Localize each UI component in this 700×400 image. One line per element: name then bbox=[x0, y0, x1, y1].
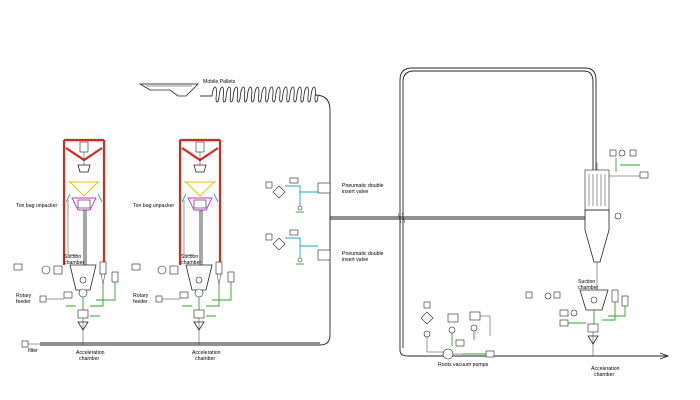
inlet-filter bbox=[21, 340, 40, 348]
rotary-feeder-2-label-line1: Rotary bbox=[133, 293, 149, 299]
feed-unit-1 bbox=[13, 261, 119, 345]
filter-label: filter bbox=[28, 348, 38, 354]
feed-unit-3 bbox=[525, 289, 629, 356]
mobile-pallets-label: Mobile Pallets bbox=[203, 79, 236, 85]
roots-vacuum-pumps-label: Roots vacuum pumps bbox=[438, 362, 489, 368]
acceleration-chamber-1-label-line1: Acceleration bbox=[76, 350, 105, 356]
rotary-feeder-2-label-line2: feeder bbox=[133, 299, 148, 305]
suction-chamber-2-label-line2: chamber bbox=[181, 260, 201, 266]
suction-chamber-1-label-line1: Suction bbox=[64, 254, 81, 260]
ton-bag-unpacker-2 bbox=[178, 138, 222, 265]
ton-bag-unpacker-2-label: Ton bag unpacker bbox=[133, 203, 175, 209]
suction-chamber-1-label-line2: chamber bbox=[64, 260, 84, 266]
pneumatic-valve-2-label-line1: Pneumatic double bbox=[342, 251, 384, 257]
feed-unit-2 bbox=[131, 261, 235, 345]
suction-chamber-3-label-line2: chamber bbox=[578, 285, 598, 291]
pneumatic-valve-1-label-line1: Pneumatic double bbox=[342, 183, 384, 189]
flexible-screw-conveyor bbox=[211, 86, 319, 103]
suction-chamber-3-label-line1: Suction bbox=[578, 279, 595, 285]
acceleration-chamber-2-label-line1: Acceleration bbox=[192, 350, 221, 356]
mobile-pallets-hopper bbox=[138, 83, 199, 97]
pipe-break-marker bbox=[397, 212, 406, 224]
cyclone-receiver bbox=[584, 149, 649, 290]
acceleration-chamber-3-label-line2: chamber bbox=[594, 372, 614, 378]
main-conveying-pipe bbox=[40, 67, 670, 360]
acceleration-chamber-2-label-line2: chamber bbox=[195, 356, 215, 362]
pneumatic-valve-2 bbox=[265, 229, 331, 265]
ton-bag-unpacker-1 bbox=[62, 138, 106, 265]
acceleration-chamber-3-label-line1: Acceleration bbox=[591, 366, 620, 372]
roots-vacuum-pumps bbox=[420, 301, 495, 360]
pneumatic-valve-2-label-line2: insert valve bbox=[342, 257, 368, 263]
pneumatic-valve-1 bbox=[265, 177, 331, 213]
rotary-feeder-1-label-line2: feeder bbox=[16, 299, 31, 305]
rotary-feeder-1-label-line1: Rotary bbox=[16, 293, 32, 299]
acceleration-chamber-1-label-line2: chamber bbox=[79, 356, 99, 362]
pneumatic-valve-1-label-line2: insert valve bbox=[342, 189, 368, 195]
ton-bag-unpacker-1-label: Ton bag unpacker bbox=[16, 203, 58, 209]
suction-chamber-2-label-line1: Suction bbox=[181, 254, 198, 260]
